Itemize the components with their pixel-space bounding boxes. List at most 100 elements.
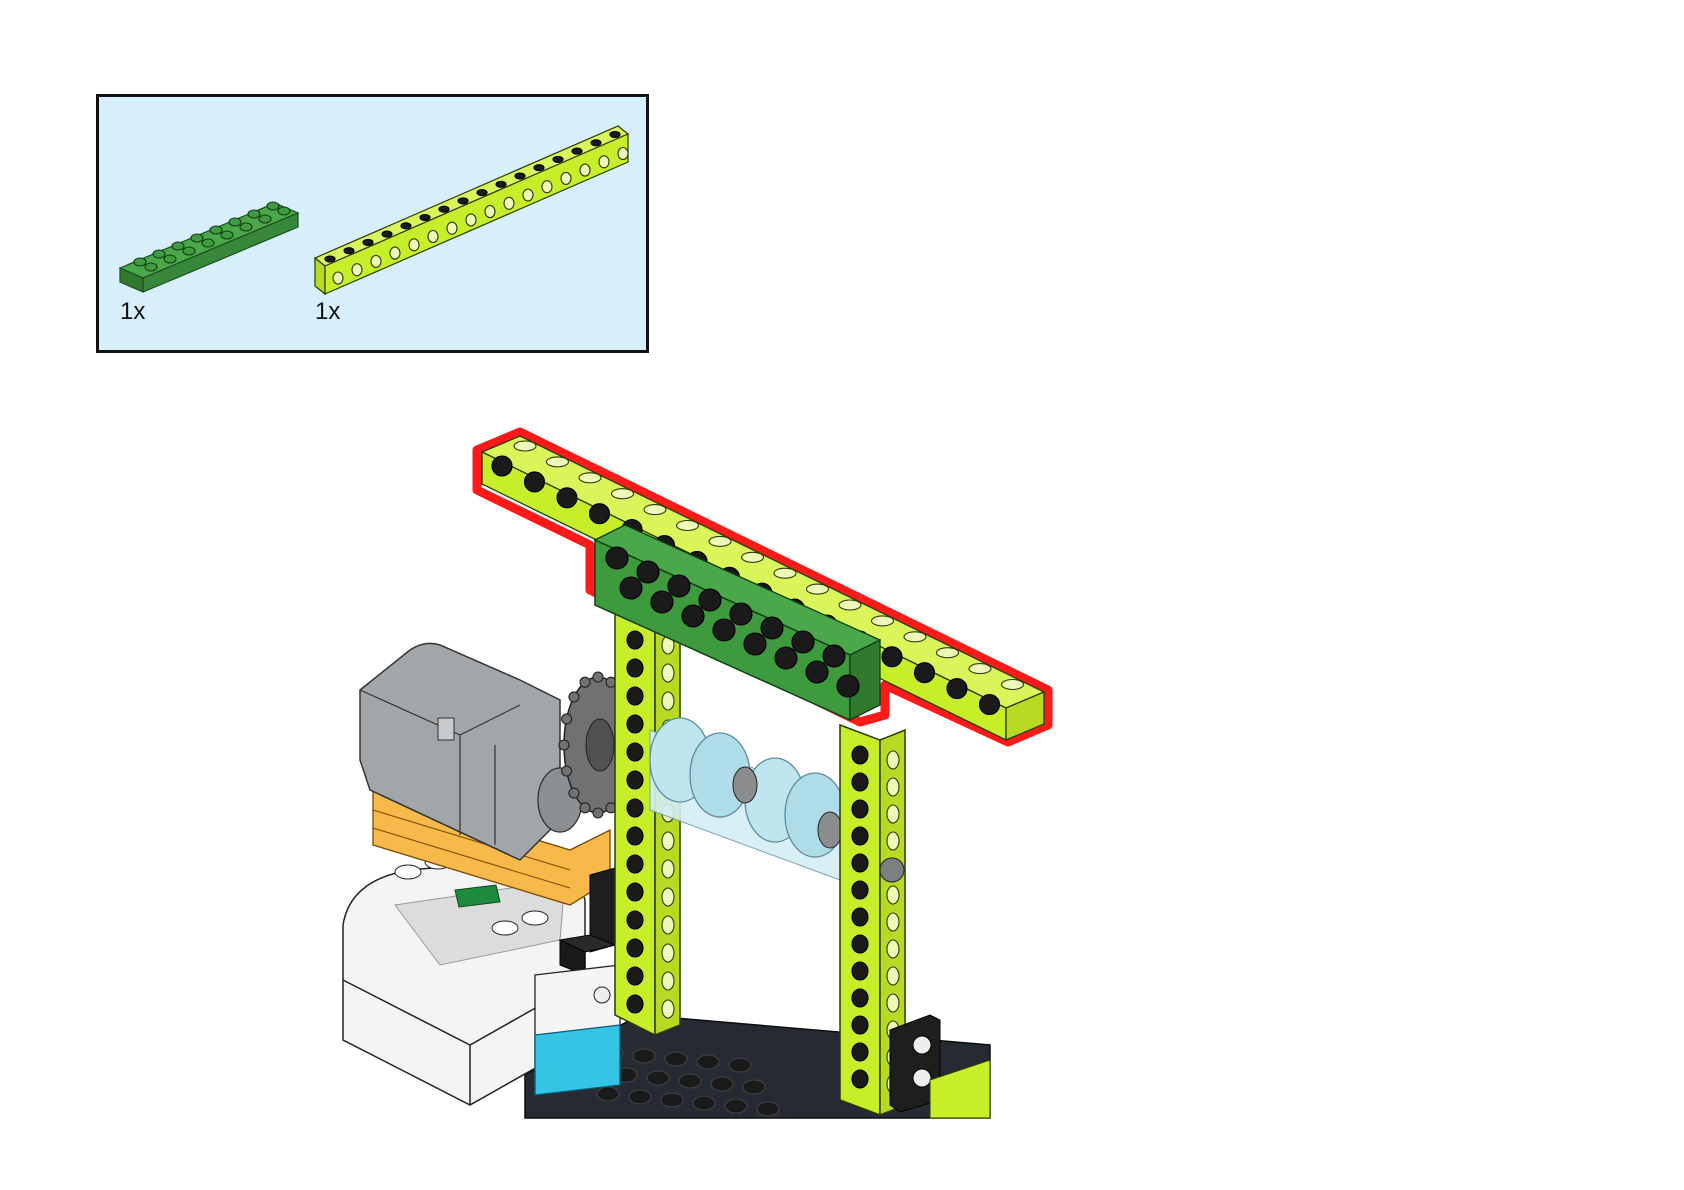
beam-top-hole [513, 440, 537, 452]
beam-hole [626, 714, 644, 734]
beam-top-hole [343, 247, 355, 255]
beam-hole [626, 630, 644, 650]
beam-top-hole [935, 647, 960, 659]
beam-front-hole [588, 503, 611, 525]
beam-hole [626, 854, 644, 874]
base-stud [756, 1101, 780, 1117]
beam-hole [851, 880, 869, 900]
gear-tooth [579, 676, 591, 688]
black-axle-support [558, 867, 617, 976]
beam-hole [626, 910, 644, 930]
beam-top-hole [643, 504, 667, 516]
beam-top-hole [381, 230, 393, 238]
beam-front-hole [881, 646, 903, 668]
plate-stud [712, 618, 736, 642]
beam-side-hole [886, 831, 900, 851]
parts-callout-box [96, 94, 649, 353]
beam-top-hole [805, 583, 830, 595]
plate-stud [791, 630, 815, 654]
beam-side-hole [484, 205, 496, 219]
beam-front-hole [523, 471, 546, 493]
plate-stud [171, 241, 185, 251]
beam-side-hole [522, 188, 534, 202]
beam-hole [851, 826, 869, 846]
beam-top-hole [675, 519, 700, 532]
beam-side-hole [661, 691, 675, 711]
plate-quantity-label: 1x [120, 298, 146, 325]
beam-side-hole [886, 966, 900, 986]
beam-side-hole [541, 180, 553, 194]
plate-stud [605, 546, 629, 570]
beam-side-hole [579, 163, 591, 177]
base-stud [728, 1057, 752, 1073]
plate-stud [144, 262, 158, 272]
beam-top-hole [545, 456, 570, 468]
plate-stud [650, 590, 674, 614]
plate-stud [667, 574, 691, 598]
beam-hole [626, 994, 644, 1014]
plate-stud [190, 233, 204, 243]
beam-hole [626, 938, 644, 958]
beam-quantity-label: 1x [315, 298, 341, 325]
base-stud [628, 1089, 652, 1105]
base-stud [678, 1073, 702, 1089]
plate-stud [258, 214, 272, 224]
base-stud [596, 1086, 620, 1102]
beam-side-hole [351, 263, 363, 277]
highlighted-new-parts [472, 427, 1053, 747]
beam-side-hole [598, 155, 610, 169]
beam-side-hole [886, 993, 900, 1013]
gear-tooth [568, 691, 580, 703]
beam-top-hole [578, 472, 602, 484]
beam-front-hole [491, 455, 513, 477]
gear-tooth [592, 671, 604, 683]
beam-top-hole [495, 180, 507, 188]
beam-hole [851, 772, 869, 792]
beam-top-hole [419, 213, 431, 222]
beam-top-hole [362, 238, 374, 246]
beam-side-hole [661, 971, 675, 991]
beam-side-hole [465, 213, 477, 227]
beam-hole [626, 882, 644, 902]
beam-side-hole [886, 804, 900, 824]
plate-stud [729, 602, 753, 626]
beam-top-hole [610, 488, 635, 500]
plate-stud [163, 254, 177, 264]
beam-hole [851, 961, 869, 981]
beam-hole [626, 742, 644, 762]
beam-side-hole [446, 221, 458, 235]
beam-top-hole [514, 172, 526, 180]
beam-side-hole [661, 943, 675, 963]
beam-top-hole [476, 189, 488, 197]
plate-stud [209, 225, 223, 235]
beam-hole [851, 799, 869, 819]
beam-top-hole [590, 139, 602, 147]
beam-side-hole [332, 271, 344, 285]
plate-stud [619, 576, 643, 600]
beam-hole [851, 853, 869, 873]
beam-front-hole [913, 662, 936, 684]
plate-stud [266, 201, 280, 211]
base-stud [660, 1092, 684, 1108]
gear-tooth [561, 765, 573, 777]
base-stud [710, 1076, 734, 1092]
plate-stud [247, 209, 261, 219]
beam-side-hole [886, 885, 900, 905]
base-stud [724, 1098, 748, 1114]
plate-stud [681, 604, 705, 628]
grey-motor [359, 642, 583, 861]
beam-top-hole [903, 631, 927, 643]
gear-tooth [592, 807, 604, 819]
base-stud [742, 1079, 766, 1095]
base-stud [692, 1095, 716, 1111]
plate-stud [774, 646, 798, 670]
base-stud [696, 1054, 720, 1070]
plate-stud [805, 660, 829, 684]
beam-side-hole [661, 915, 675, 935]
beam-hole [851, 907, 869, 927]
beam-top-hole [609, 130, 621, 139]
black-connector-bottom-right [889, 1014, 991, 1119]
beam-hole [851, 1069, 869, 1089]
base-stud [664, 1051, 688, 1067]
base-stud [632, 1048, 656, 1064]
